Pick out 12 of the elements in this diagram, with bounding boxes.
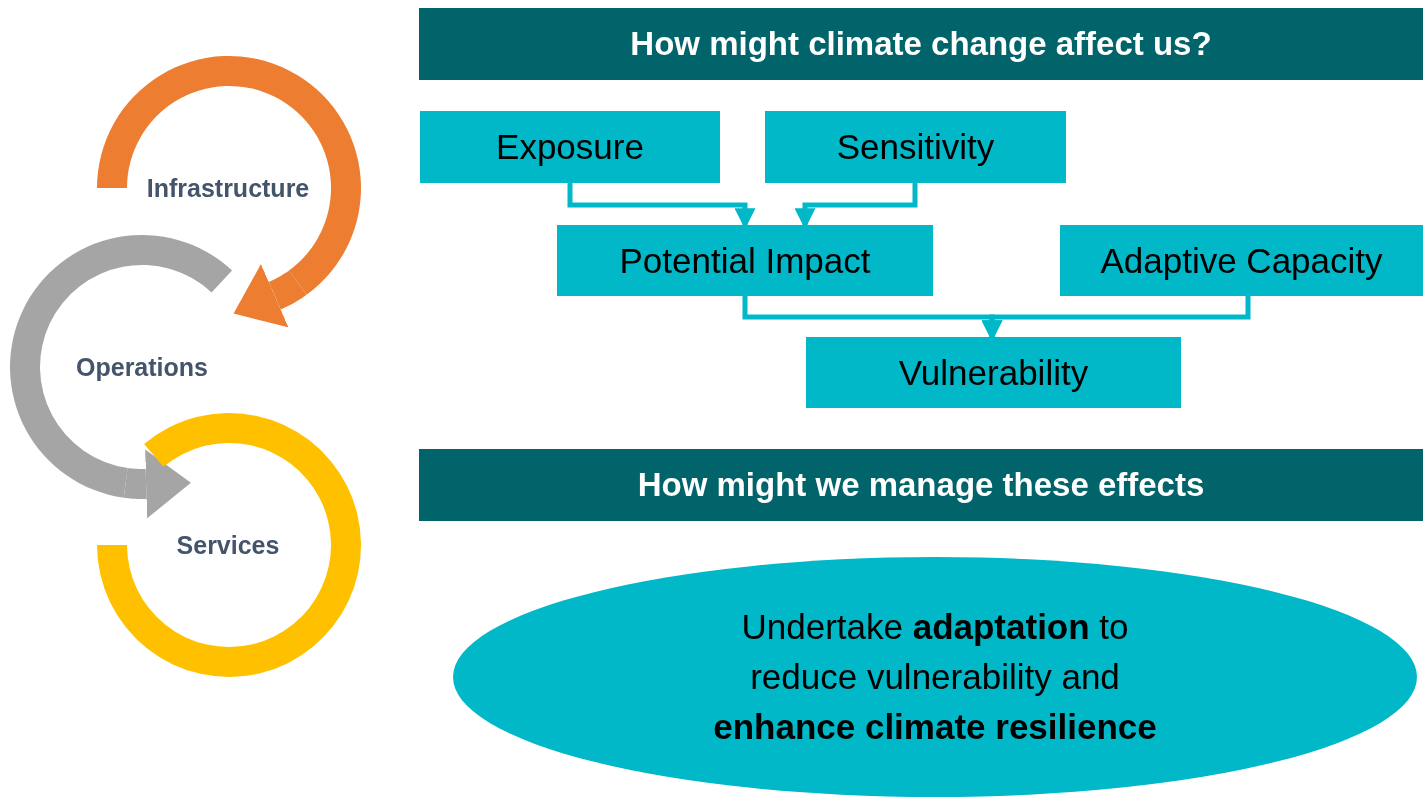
section-header: How might climate change affect us? bbox=[419, 8, 1423, 80]
cycle-label: Services bbox=[176, 530, 280, 560]
cycle-label: Infrastructure bbox=[146, 173, 310, 203]
process-box: Vulnerability bbox=[806, 337, 1181, 408]
process-box: Sensitivity bbox=[765, 111, 1066, 183]
action-statement: Undertake adaptation to reduce vulnerability and enhance climate resilience bbox=[712, 605, 1158, 748]
ellipse-shape bbox=[453, 557, 1417, 797]
process-box: Exposure bbox=[420, 111, 720, 183]
process-box: Potential Impact bbox=[557, 225, 933, 296]
process-box: Adaptive Capacity bbox=[1060, 225, 1423, 296]
cycle-label: Operations bbox=[76, 352, 208, 382]
section-header: How might we manage these effects bbox=[419, 449, 1423, 521]
